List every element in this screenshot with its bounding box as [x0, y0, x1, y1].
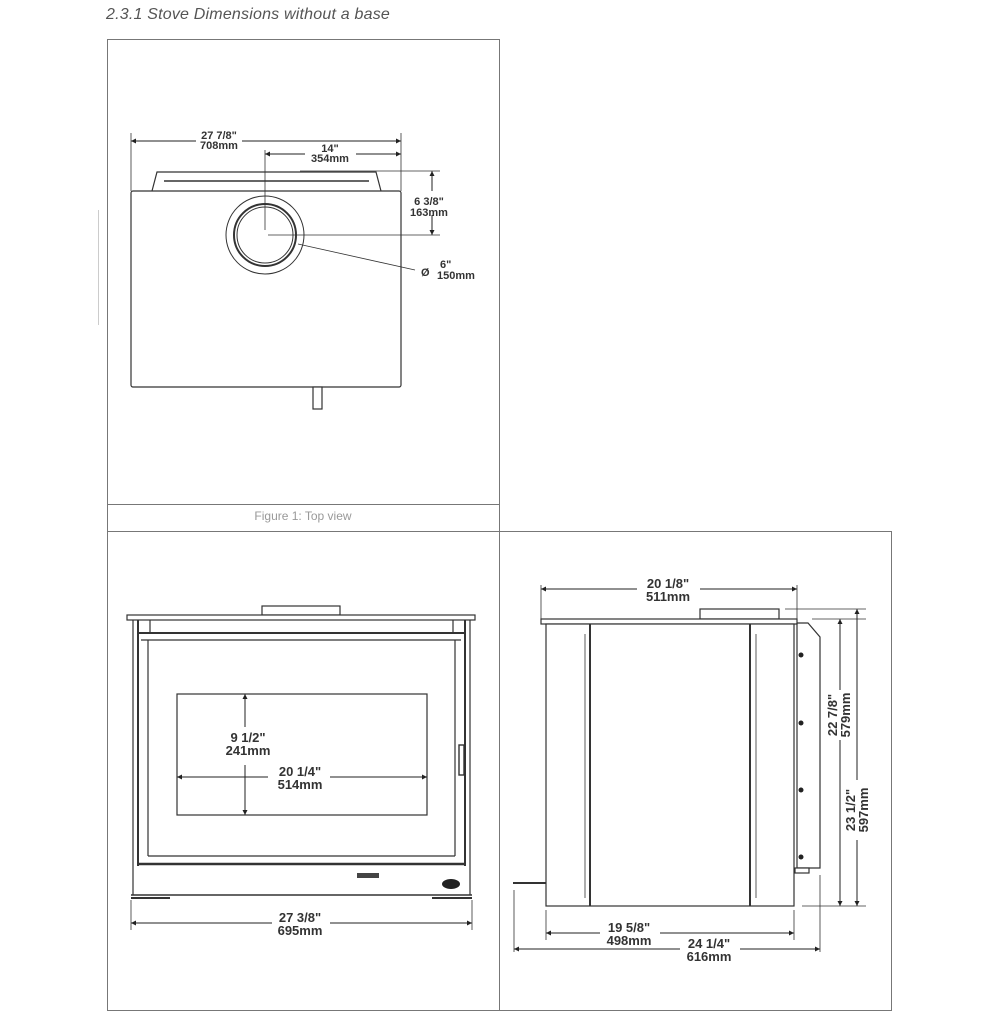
flue-offset-in: 14"	[321, 143, 338, 155]
body-depth-mm: 498mm	[607, 933, 652, 948]
overall-depth-in: 24 1/4"	[688, 936, 730, 951]
side-top-depth-in: 20 1/8"	[647, 576, 689, 591]
front-width-in: 27 3/8"	[279, 910, 321, 925]
glass-height-in: 9 1/2"	[230, 730, 265, 745]
overall-height-mm: 597mm	[856, 788, 871, 833]
body-depth-in: 19 5/8"	[608, 920, 650, 935]
control-knob	[442, 879, 460, 889]
glass-width-mm: 514mm	[278, 777, 323, 792]
glass-width-in: 20 1/4"	[279, 764, 321, 779]
control-label-plate	[357, 873, 379, 878]
figure-caption: Figure 1: Top view	[254, 509, 352, 523]
flue-depth-mm: 163mm	[410, 207, 448, 219]
overall-depth-mm: 616mm	[687, 949, 732, 964]
flue-diameter-in: 6"	[440, 259, 451, 271]
side-top-depth-mm: 511mm	[646, 589, 690, 604]
diameter-symbol: Ø	[421, 267, 430, 279]
section-heading: 2.3.1 Stove Dimensions without a base	[106, 6, 391, 23]
glass-height-mm: 241mm	[226, 743, 271, 758]
overall-height-in: 23 1/2"	[843, 789, 858, 831]
front-width-mm: 695mm	[278, 923, 323, 938]
margin-line	[98, 210, 99, 325]
front-view-drawing	[126, 605, 476, 930]
body-height-in: 22 7/8"	[825, 694, 840, 736]
body-height-mm: 579mm	[838, 693, 853, 738]
flue-offset-mm: 354mm	[311, 153, 349, 165]
top-width-in: 27 7/8"	[201, 130, 237, 142]
top-width-mm: 708mm	[200, 140, 238, 152]
top-view-drawing	[130, 133, 440, 410]
flue-diameter-mm: 150mm	[437, 270, 475, 282]
side-view-drawing	[513, 585, 866, 952]
flue-depth-in: 6 3/8"	[414, 196, 444, 208]
